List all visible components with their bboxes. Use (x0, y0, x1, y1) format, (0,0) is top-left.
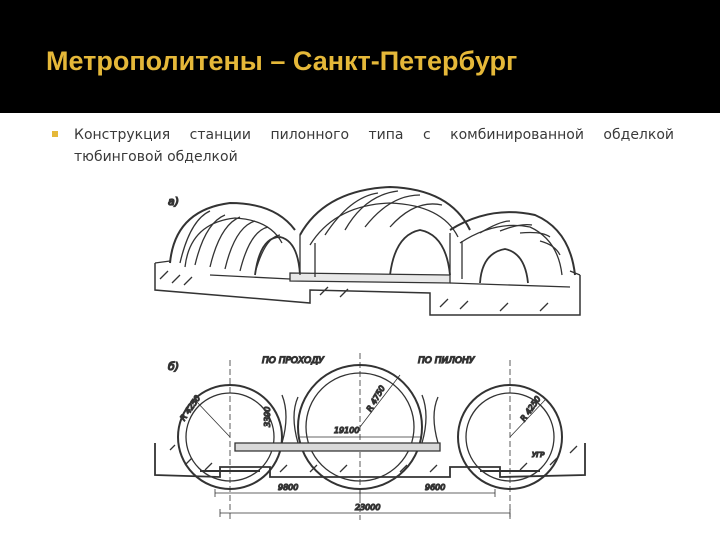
dim-right-span: 9600 (425, 483, 445, 492)
dim-center-width: 19100 (334, 426, 359, 435)
slide-title: Метрополитены – Санкт-Петербург (46, 46, 518, 76)
dim-height: 3300 (263, 407, 272, 427)
label-b: б) (168, 360, 179, 373)
label-passage: ПО ПРОХОДУ (262, 356, 324, 366)
cross-section: б) ПО ПРОХОДУ ПО ПИЛОНУ R 4250 R 4750 R … (154, 353, 586, 520)
label-rail: УГР (532, 451, 545, 459)
dim-left-span: 9800 (278, 483, 298, 492)
dim-r-center: R 4750 (365, 384, 387, 413)
title-bar (0, 0, 720, 113)
station-diagram: а) б) ПО ПРОХОДУ ПО ПИЛОНУ (154, 185, 586, 520)
label-a: а) (168, 195, 179, 208)
label-pylon: ПО ПИЛОНУ (418, 356, 475, 366)
dim-total: 23000 (355, 503, 380, 512)
perspective-view: а) (154, 185, 581, 316)
bullet-text: Конструкция станции пилонного типа с ком… (74, 127, 674, 165)
bullet-marker (52, 131, 58, 137)
